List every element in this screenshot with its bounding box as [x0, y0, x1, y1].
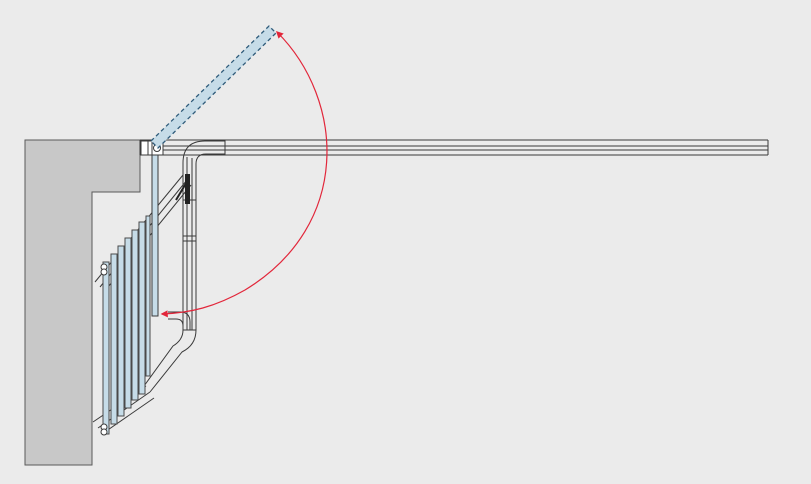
swing-arrow-icon	[160, 30, 328, 318]
frame-lower-elbow	[143, 311, 197, 393]
leaf-caps	[100, 263, 108, 436]
header-rail	[139, 139, 769, 156]
door-leaves-folded	[102, 215, 151, 435]
door-leaf-closed	[151, 141, 159, 317]
door-leaf-open	[150, 25, 277, 149]
